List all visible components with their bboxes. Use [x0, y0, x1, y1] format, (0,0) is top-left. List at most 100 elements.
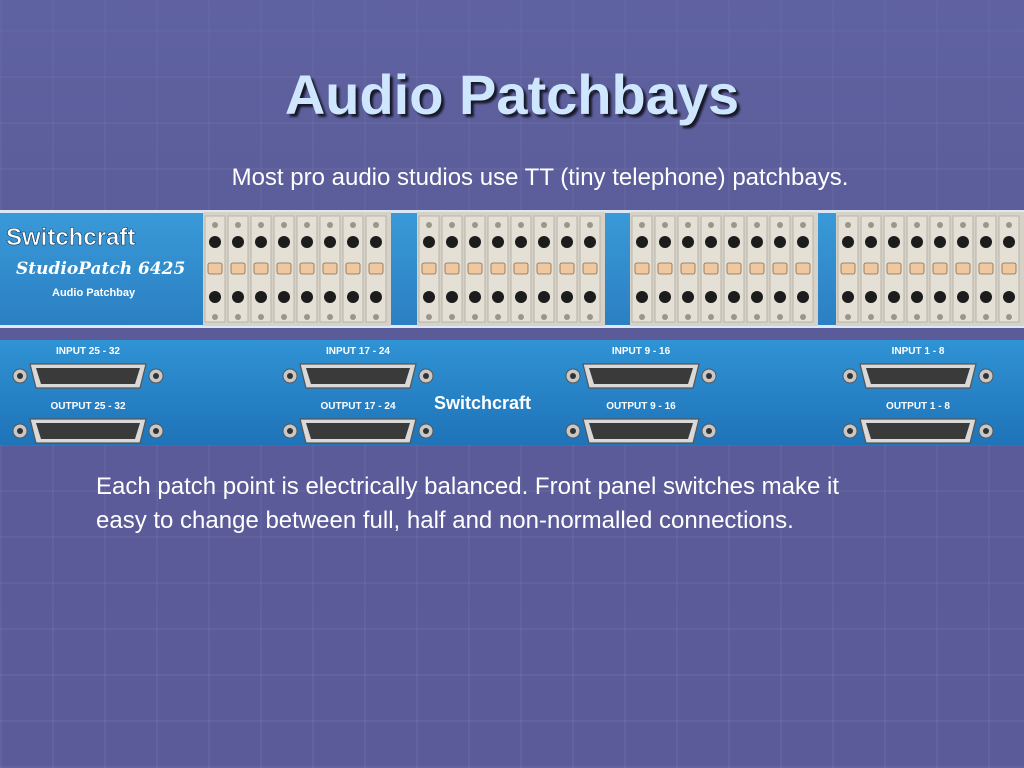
normal-switch [322, 262, 338, 275]
patch-jack [934, 291, 946, 303]
patch-jack [492, 291, 504, 303]
patch-jack [774, 291, 786, 303]
normal-switch [795, 262, 811, 275]
normal-switch [1001, 262, 1017, 275]
patch-jack [469, 291, 481, 303]
dsub-connector: INPUT 17 - 24 [282, 346, 434, 389]
normal-switch [536, 262, 552, 275]
dsub-connector: OUTPUT 17 - 24 [282, 401, 434, 444]
connector-label: OUTPUT 25 - 32 [50, 401, 125, 412]
patch-jack [232, 236, 244, 248]
patch-jack [865, 291, 877, 303]
patch-jack [911, 291, 923, 303]
patch-jack [705, 236, 717, 248]
rear-brand-logo: Switchcraft [434, 393, 531, 413]
jack-bank [836, 212, 1024, 326]
patch-jack [1003, 236, 1015, 248]
normal-switch [703, 262, 719, 275]
normal-switch [582, 262, 598, 275]
patch-jack [636, 291, 648, 303]
patch-jack [751, 291, 763, 303]
jack-bank [417, 212, 605, 326]
patch-jack [911, 236, 923, 248]
normal-switch [368, 262, 384, 275]
dsub-connector: INPUT 25 - 32 [12, 346, 164, 389]
patch-jack [515, 236, 527, 248]
normal-switch [634, 262, 650, 275]
jack-bank [630, 212, 818, 326]
normal-switch [421, 262, 437, 275]
connector-label: INPUT 9 - 16 [612, 346, 671, 357]
patch-jack [728, 236, 740, 248]
patch-jack [659, 291, 671, 303]
normal-switch [932, 262, 948, 275]
normal-switch [253, 262, 269, 275]
normal-switch [909, 262, 925, 275]
patch-jack [209, 236, 221, 248]
patch-jack [774, 236, 786, 248]
patch-jack [980, 291, 992, 303]
patch-jack [301, 291, 313, 303]
normal-switch [490, 262, 506, 275]
normal-switch [863, 262, 879, 275]
connector-label: INPUT 25 - 32 [56, 346, 120, 357]
patch-jack [301, 236, 313, 248]
connector-label: INPUT 17 - 24 [326, 346, 390, 357]
normal-switch [955, 262, 971, 275]
dsub-connector: OUTPUT 9 - 16 [565, 401, 717, 444]
patch-jack [561, 236, 573, 248]
normal-switch [772, 262, 788, 275]
patch-jack [797, 236, 809, 248]
patch-jack [682, 236, 694, 248]
normal-switch [886, 262, 902, 275]
dsub-connector: INPUT 9 - 16 [565, 346, 717, 389]
connector-row: INPUT 25 - 32 OUTPUT 25 - 32 INPUT 17 - 24… [12, 346, 994, 444]
patch-jack [957, 291, 969, 303]
slide-subtitle: Most pro audio studios use TT (tiny tele… [231, 164, 849, 191]
patch-jack [888, 236, 900, 248]
patch-jack [934, 236, 946, 248]
patch-jack [347, 291, 359, 303]
connector-label: OUTPUT 1 - 8 [886, 401, 950, 412]
normal-switch [840, 262, 856, 275]
patch-jack [278, 236, 290, 248]
patch-jack [324, 236, 336, 248]
normal-switch [657, 262, 673, 275]
patch-jack [728, 291, 740, 303]
patch-jack [561, 291, 573, 303]
patch-jack [324, 291, 336, 303]
patch-jack [888, 291, 900, 303]
normal-switch [299, 262, 315, 275]
patch-jack [423, 236, 435, 248]
dsub-connector: OUTPUT 1 - 8 [842, 401, 994, 444]
normal-switch [978, 262, 994, 275]
patch-jack [705, 291, 717, 303]
patch-jack [1003, 291, 1015, 303]
patch-jack [538, 236, 550, 248]
patch-jack [446, 291, 458, 303]
body-text: Each patch point is electrically balance… [96, 473, 840, 534]
patch-jack [659, 236, 671, 248]
model-name: StudioPatch 6425 [16, 259, 185, 279]
patch-jack [370, 291, 382, 303]
patch-jack [255, 291, 267, 303]
normal-switch [276, 262, 292, 275]
patchbay-photo: Switchcraft StudioPatch 6425 Audio Patch… [0, 210, 1024, 445]
patch-jack [278, 291, 290, 303]
connector-label: OUTPUT 17 - 24 [320, 401, 395, 412]
connector-label: INPUT 1 - 8 [892, 346, 945, 357]
product-name: Audio Patchbay [52, 287, 136, 299]
normal-switch [559, 262, 575, 275]
patch-jack [538, 291, 550, 303]
jack-bank [203, 212, 391, 326]
patch-jack [347, 236, 359, 248]
patch-jack [584, 236, 596, 248]
patch-jack [515, 291, 527, 303]
patch-jack [370, 236, 382, 248]
patch-jack [842, 236, 854, 248]
patch-jack [682, 291, 694, 303]
connector-label: OUTPUT 9 - 16 [606, 401, 676, 412]
patch-jack [446, 236, 458, 248]
jack-field [203, 212, 1024, 326]
patch-jack [842, 291, 854, 303]
